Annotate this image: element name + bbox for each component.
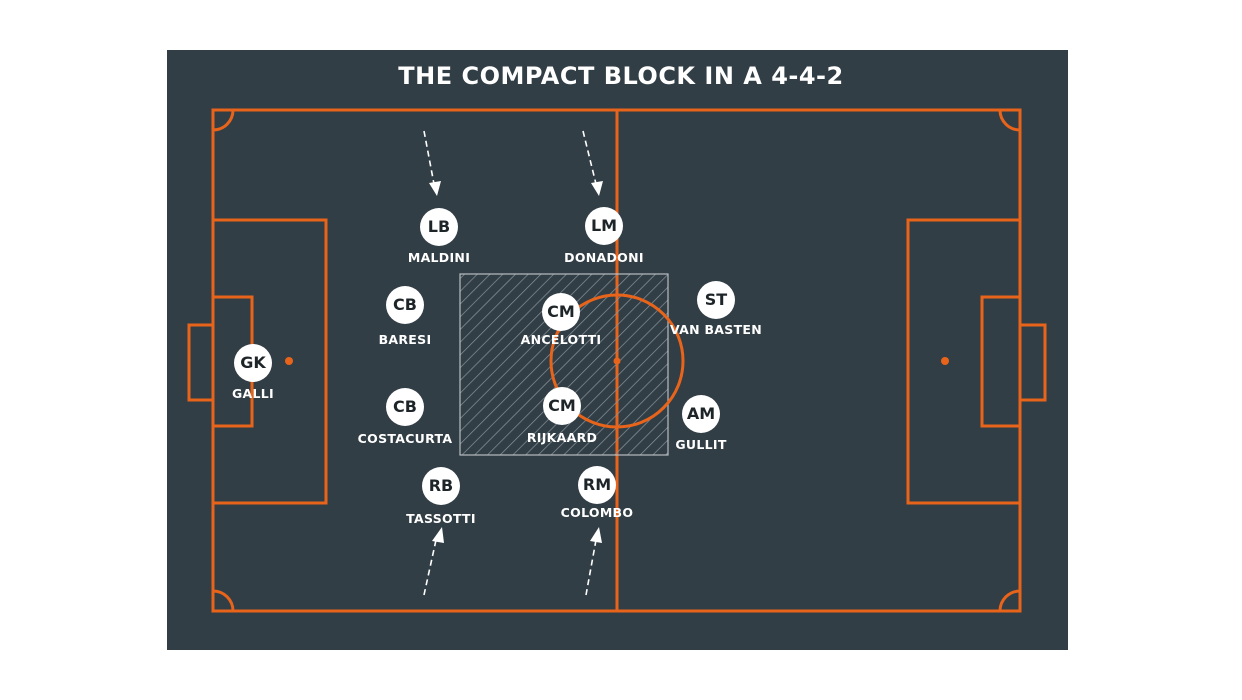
player-role-badge: CB [386, 286, 424, 324]
left-penalty-spot [285, 357, 293, 365]
arrow-head-top-left [429, 181, 441, 196]
corner-arc-top-right [998, 109, 1021, 132]
arrow-head-top-right [591, 181, 603, 196]
player-name-label: GULLIT [675, 437, 727, 452]
arrow-line-bottom-right [585, 539, 597, 596]
player-role-badge: GK [234, 344, 272, 382]
player-name-label: VAN BASTEN [669, 322, 763, 337]
player-name-label: BARESI [378, 332, 432, 347]
corner-arc-bottom-right [998, 589, 1021, 612]
arrow-head-bottom-left [432, 527, 444, 543]
player-name-label: GALLI [231, 386, 274, 401]
arrow-line-top-left [423, 130, 435, 185]
player-role-badge: AM [682, 395, 720, 433]
arrow-head-bottom-right [590, 527, 602, 543]
arrow-line-bottom-left [423, 539, 437, 596]
player-name-label: RIJKAARD [526, 430, 598, 445]
player-role-badge: LM [585, 207, 623, 245]
player-role-badge: CB [386, 388, 424, 426]
player-name-label: MALDINI [407, 250, 471, 265]
right-six-yard-box [980, 295, 1022, 428]
center-circle [549, 293, 685, 429]
right-goal [1018, 323, 1047, 402]
player-name-label: TASSOTTI [406, 511, 476, 526]
corner-arc-top-left [212, 109, 235, 132]
center-spot [613, 357, 621, 365]
corner-arc-bottom-left [212, 589, 235, 612]
player-role-badge: RM [578, 466, 616, 504]
player-name-label: COSTACURTA [357, 431, 453, 446]
player-name-label: COLOMBO [560, 505, 634, 520]
left-goal [187, 323, 215, 402]
player-role-badge: ST [697, 281, 735, 319]
player-role-badge: CM [543, 387, 581, 425]
player-name-label: DONADONI [564, 250, 644, 265]
diagram-title: THE COMPACT BLOCK IN A 4-4-2 [398, 62, 844, 90]
player-name-label: ANCELOTTI [520, 332, 602, 347]
arrow-line-top-right [582, 130, 597, 185]
player-role-badge: CM [542, 293, 580, 331]
player-role-badge: LB [420, 208, 458, 246]
right-penalty-spot [941, 357, 949, 365]
player-role-badge: RB [422, 467, 460, 505]
right-penalty-area [906, 218, 1022, 505]
